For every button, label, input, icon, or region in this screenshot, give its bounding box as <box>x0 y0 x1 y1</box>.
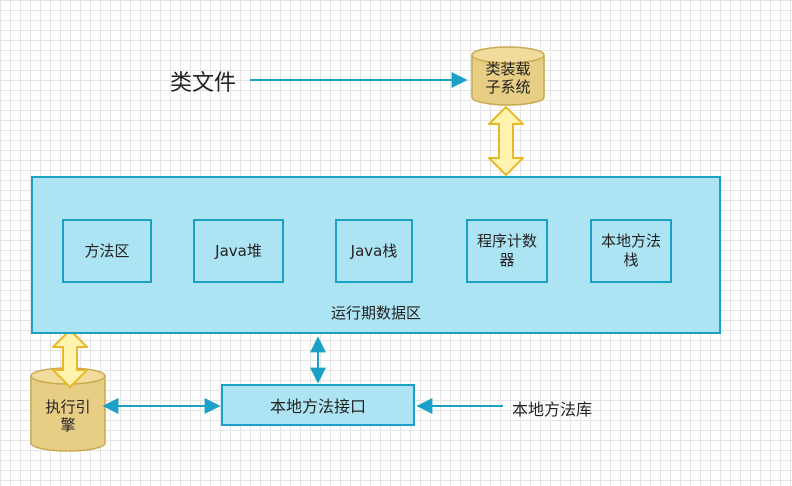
arrow-loader-runtime <box>488 106 524 176</box>
runtime-data-area: 方法区 Java堆 Java栈 程序计数 器 本地方法 栈 运行期数据区 <box>31 176 721 334</box>
java-stack-line1: Java栈 <box>350 241 398 260</box>
java-stack-box: Java栈 <box>335 219 413 283</box>
arrow-runtime-engine <box>52 329 88 388</box>
method-area-box: 方法区 <box>62 219 152 283</box>
native-method-stack-line2: 栈 <box>623 251 639 269</box>
native-interface-label: 本地方法接口 <box>269 397 366 416</box>
native-library-label: 本地方法库 <box>512 400 593 419</box>
execution-engine-cylinder <box>30 367 106 452</box>
native-method-stack-line1: 本地方法 <box>600 232 661 250</box>
java-heap-box: Java堆 <box>193 219 284 283</box>
method-area-line1: 方法区 <box>84 241 130 260</box>
class-loader-line1: 类装载 <box>485 60 531 78</box>
class-file-label: 类文件 <box>170 71 237 96</box>
class-loader-cylinder <box>471 46 545 106</box>
runtime-area-label: 运行期数据区 <box>330 304 421 322</box>
program-counter-box: 程序计数 器 <box>466 219 548 283</box>
execution-engine-label: 执行引 擎 <box>31 398 105 434</box>
execution-engine-line1: 执行引 <box>45 398 91 416</box>
java-heap-line1: Java堆 <box>215 241 262 260</box>
class-loader-label: 类装载 子系统 <box>472 60 544 96</box>
class-loader-line2: 子系统 <box>485 78 531 96</box>
program-counter-line1: 程序计数 <box>476 232 537 250</box>
execution-engine-line2: 擎 <box>60 416 76 434</box>
program-counter-line2: 器 <box>499 251 515 269</box>
native-interface-box: 本地方法接口 <box>221 384 415 426</box>
native-method-stack-box: 本地方法 栈 <box>590 219 672 283</box>
